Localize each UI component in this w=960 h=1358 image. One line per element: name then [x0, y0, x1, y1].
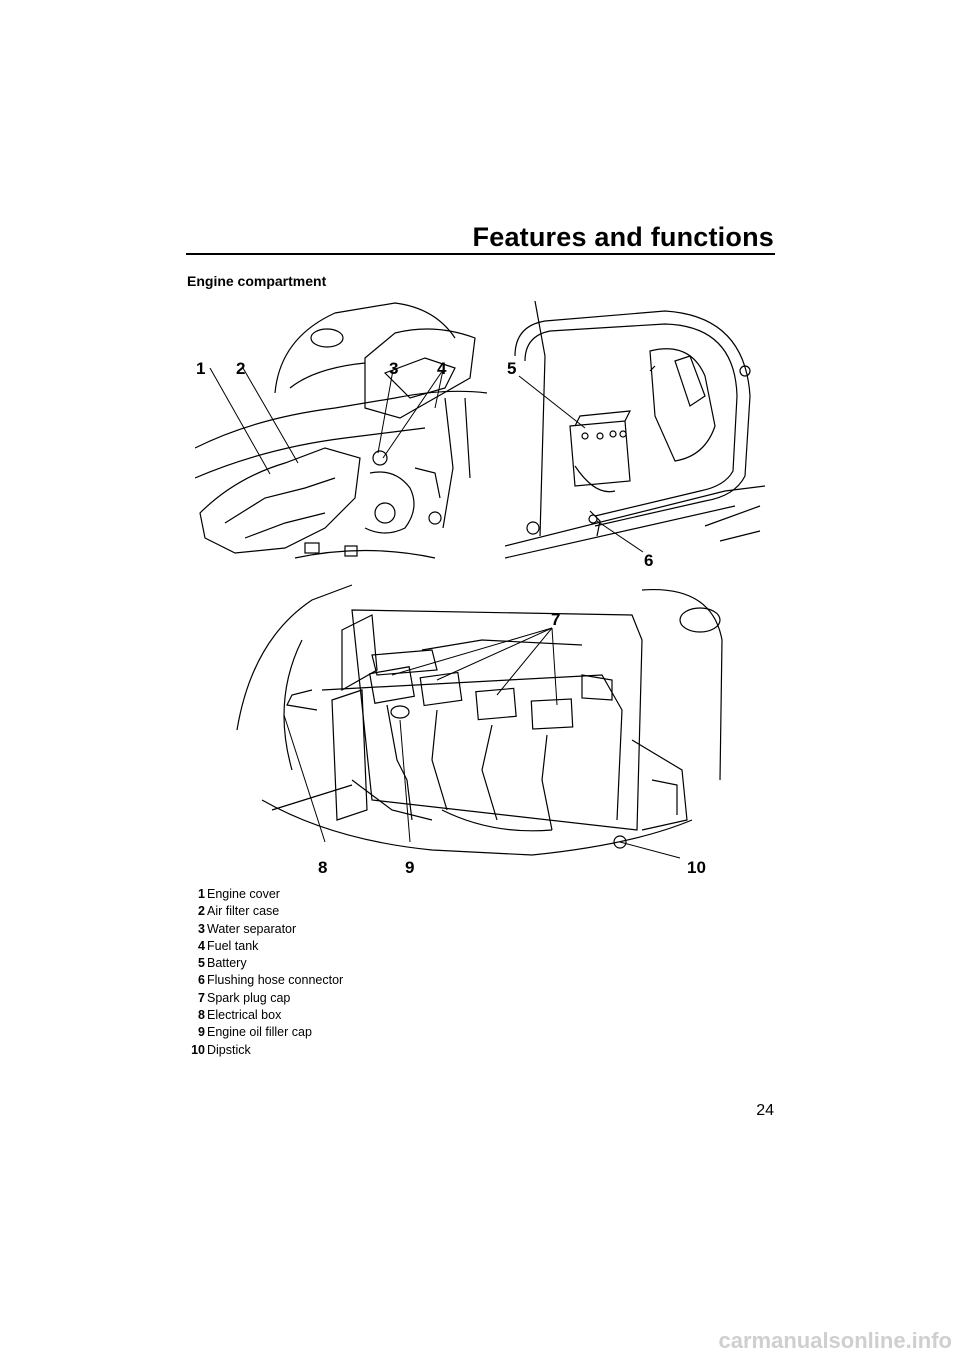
legend-number: 3: [198, 921, 205, 936]
legend-label: Spark plug cap: [207, 990, 291, 1005]
legend-label: Air filter case: [207, 904, 280, 919]
legend-label: Battery: [207, 956, 247, 971]
legend-number: 10: [191, 1042, 205, 1057]
legend-number: 1: [198, 887, 205, 901]
legend-number: 7: [198, 990, 205, 1005]
callout-2: 2: [236, 359, 246, 378]
callout-4: 4: [437, 359, 447, 378]
callout-5: 5: [507, 359, 517, 378]
legend-number: 9: [198, 1025, 205, 1040]
legend-number: 6: [198, 973, 205, 988]
engine-top-illustration: [232, 580, 724, 880]
callout-9: 9: [405, 858, 415, 877]
page-number: 24: [756, 1102, 774, 1119]
legend-label: Engine cover: [207, 887, 280, 901]
legend-number: 8: [198, 1008, 205, 1023]
header-rule: [186, 253, 775, 255]
callout-3: 3: [389, 359, 399, 378]
section-heading: Engine compartment: [187, 273, 327, 289]
legend-number: 2: [198, 904, 205, 919]
legend-label: Fuel tank: [207, 938, 259, 953]
callout-6: 6: [644, 551, 654, 570]
engine-cover-illustration: [195, 298, 487, 568]
legend-label: Engine oil filler cap: [207, 1025, 312, 1040]
legend-label: Flushing hose connector: [207, 973, 344, 988]
legend-label: Water separator: [207, 921, 297, 936]
page-header-title: Features and functions: [472, 222, 774, 252]
callout-7: 7: [551, 610, 561, 629]
footer-watermark: carmanualsonline.info: [718, 1328, 953, 1353]
battery-illustration: [505, 296, 765, 568]
callout-1: 1: [196, 359, 206, 378]
callout-8: 8: [318, 858, 328, 877]
callout-10: 10: [687, 858, 706, 877]
legend-label: Electrical box: [207, 1008, 282, 1023]
legend-number: 4: [198, 938, 205, 953]
legend-label: Dipstick: [207, 1042, 251, 1057]
legend-number: 5: [198, 956, 205, 971]
